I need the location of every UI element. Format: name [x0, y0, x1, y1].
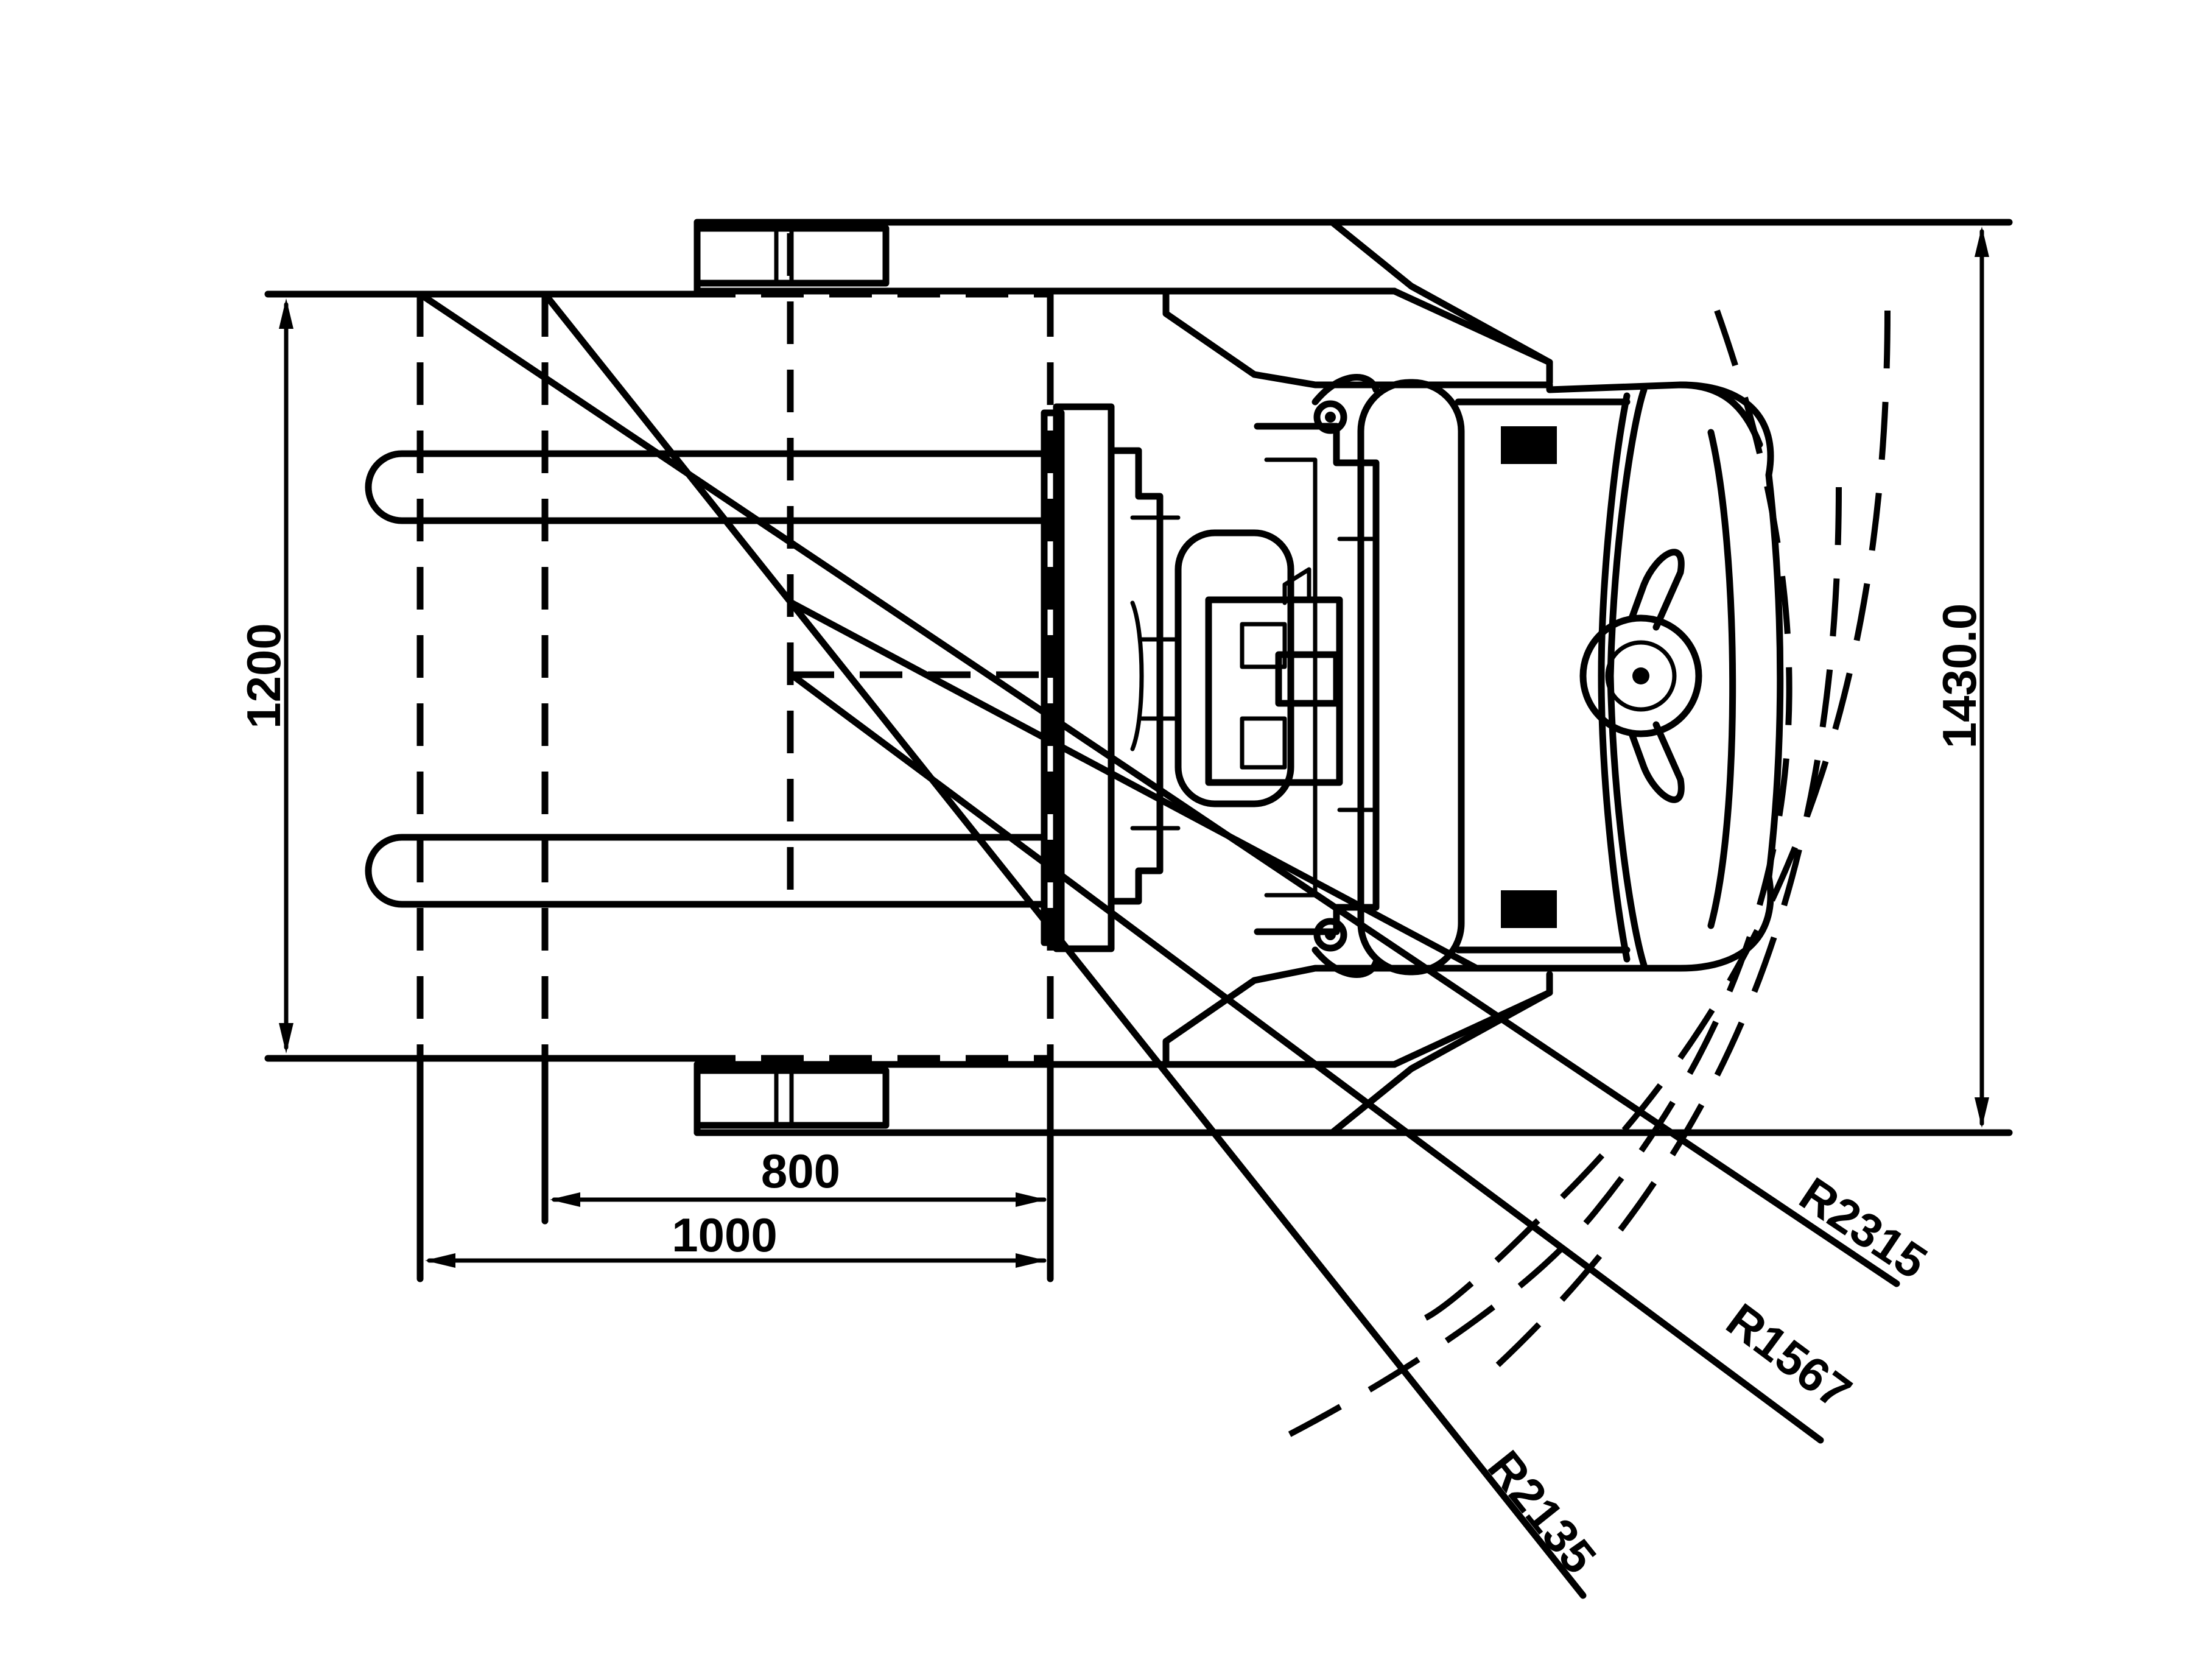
dimension-1430-label: 1430.0	[1933, 603, 1986, 749]
forks	[365, 450, 1048, 908]
dimension-1000-label: 1000	[672, 1208, 778, 1262]
turning-radius-lines	[416, 290, 1900, 1599]
radius-2135-label: R2135	[1478, 1441, 1607, 1584]
radius-1567-label: R1567	[1717, 1293, 1861, 1419]
lower-outrigger	[693, 971, 1553, 1136]
dimension-lines	[264, 219, 2013, 1282]
mast-assembly	[1041, 374, 1380, 978]
turning-arcs	[1259, 309, 1891, 1452]
chassis-body	[1162, 287, 1784, 1068]
dimension-800-label: 800	[761, 1144, 840, 1198]
dimension-1200-label: 1200	[237, 623, 290, 729]
steering-tiller	[1579, 549, 1702, 803]
